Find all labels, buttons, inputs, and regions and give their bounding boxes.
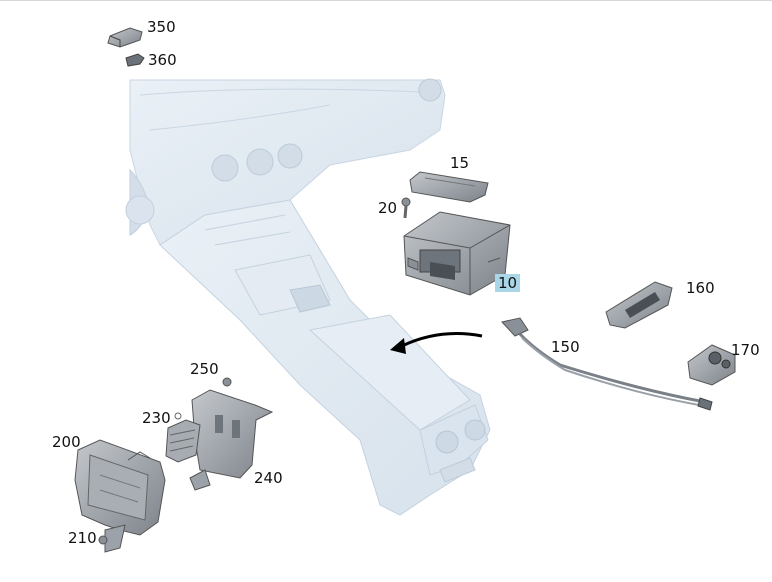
callout-230: 230 — [142, 409, 171, 427]
callout-350: 350 — [147, 18, 176, 36]
part-350-switch — [107, 27, 143, 48]
part-170-socket — [687, 344, 736, 386]
install-direction-arrow — [390, 332, 483, 354]
callout-10: 10 — [495, 274, 521, 292]
callout-160: 160 — [686, 279, 715, 297]
top-divider — [0, 0, 772, 1]
callout-20: 20 — [378, 199, 398, 217]
callout-200: 200 — [52, 433, 81, 451]
part-360-switch — [125, 53, 145, 67]
callout-360: 360 — [148, 51, 177, 69]
callout-150: 150 — [551, 338, 580, 356]
part-240-bracket — [189, 389, 274, 491]
callout-15: 15 — [450, 154, 470, 172]
part-15-cover-plate — [409, 171, 489, 203]
part-10-control-unit — [403, 211, 511, 296]
callout-210: 210 — [68, 529, 97, 547]
vehicle-interior-ghost — [125, 78, 491, 516]
part-200-bracket — [74, 439, 166, 553]
part-230-module — [165, 412, 201, 463]
part-150-cable — [501, 317, 713, 411]
callout-250: 250 — [190, 360, 219, 378]
part-160-usb-module — [605, 281, 673, 329]
part-250-nut — [222, 377, 232, 387]
callout-240: 240 — [254, 469, 283, 487]
callout-170: 170 — [731, 341, 760, 359]
part-20-screw — [401, 197, 411, 219]
part-210-nut — [98, 535, 108, 545]
